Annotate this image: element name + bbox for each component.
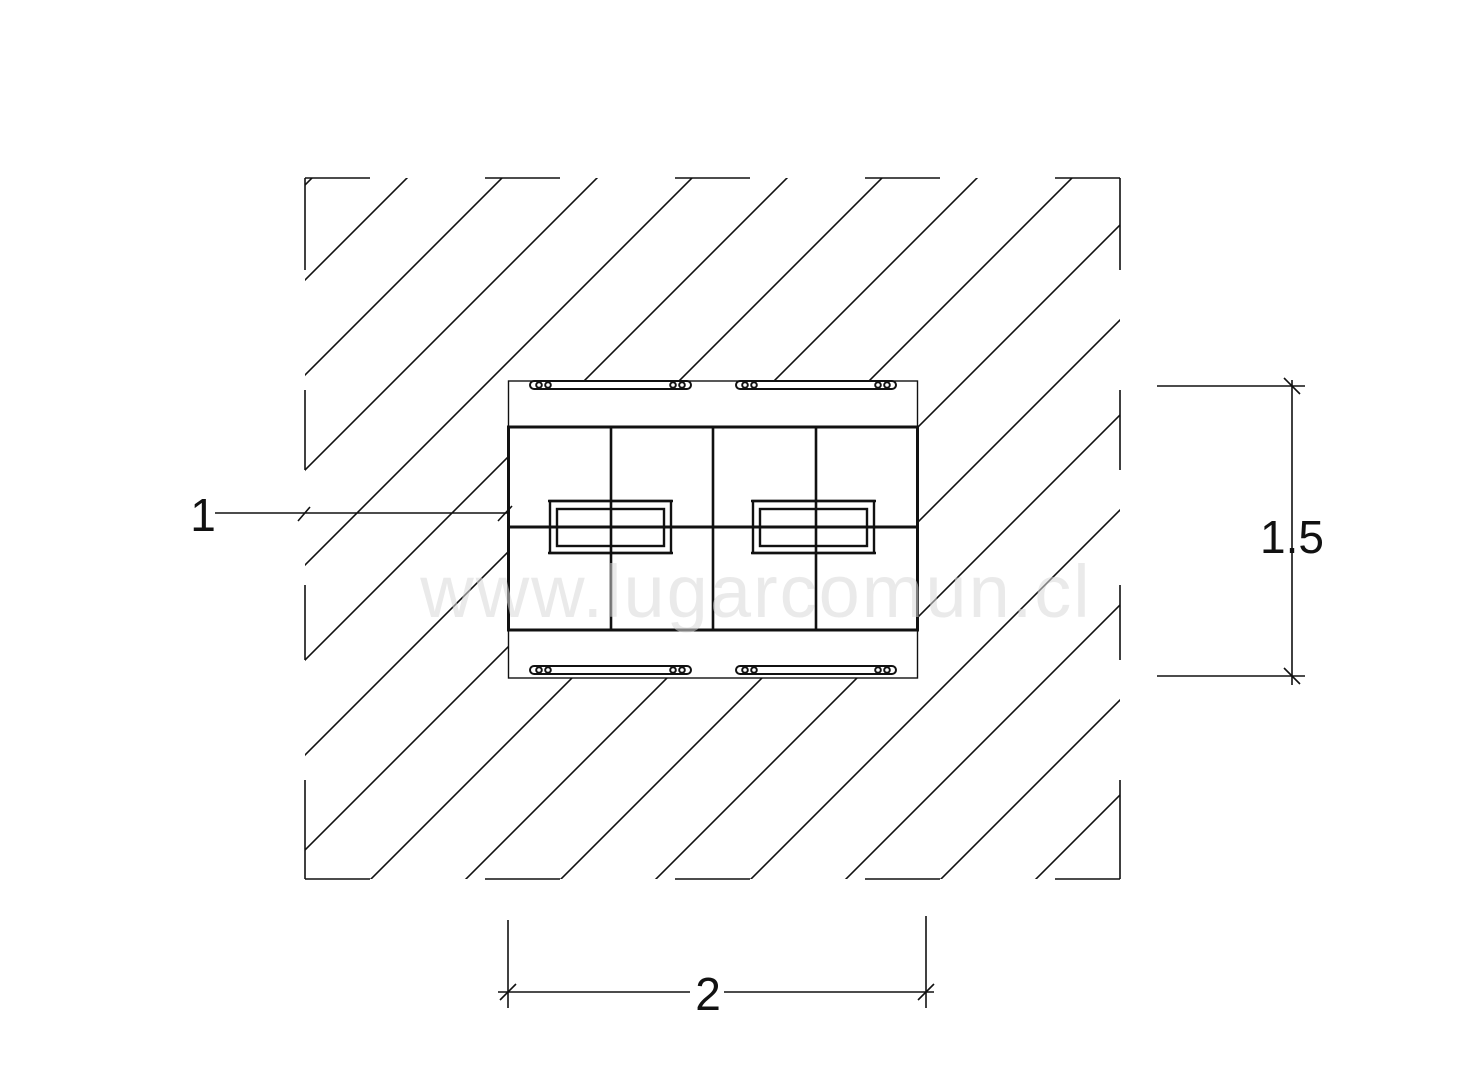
seat-box-right [751, 499, 876, 555]
rail-fixing [535, 381, 543, 389]
hatch-line [305, 178, 409, 282]
rail-fixing [741, 381, 749, 389]
bench-rail [529, 665, 692, 675]
rail-fixing [544, 381, 552, 389]
hatch-line [559, 318, 1120, 879]
hatch-line [305, 178, 789, 662]
rail-fixing [669, 666, 677, 674]
hatch-line [939, 698, 1120, 879]
item-label-1: 1 [190, 489, 513, 541]
hatch-line [844, 603, 1120, 879]
bench-rail [735, 380, 897, 390]
seat-box-left [548, 499, 673, 555]
central-unit [507, 380, 919, 679]
height-dimension-text: 1.5 [1260, 511, 1324, 563]
rail-fixing [874, 381, 882, 389]
rail-fixing [883, 381, 891, 389]
hatch-line [1110, 0, 1478, 900]
bench-rail [529, 380, 692, 390]
height-dimension: 1.5 [1157, 377, 1324, 685]
hatch-line [749, 508, 1120, 879]
hatch-line [305, 178, 504, 377]
hatch-line [0, 0, 300, 900]
rail-fixing [741, 666, 749, 674]
hatch-line [305, 178, 314, 187]
rail-fixing [544, 666, 552, 674]
item-number-text: 1 [190, 489, 216, 541]
bench-rail [735, 665, 897, 675]
rail-fixing [535, 666, 543, 674]
watermark-text: www.lugarcomun.cl [419, 550, 1091, 633]
hatch-line [305, 178, 599, 472]
rail-fixing [874, 666, 882, 674]
rail-fixing [678, 381, 686, 389]
width-dimension-text: 2 [695, 968, 721, 1020]
hatch-line [305, 178, 979, 852]
hatch-line [654, 413, 1120, 879]
rail-fixing [669, 381, 677, 389]
rail-fixing [750, 666, 758, 674]
width-dimension: 2 [498, 916, 935, 1020]
hatch-line [305, 178, 694, 567]
hatch-line [369, 178, 1074, 879]
rail-fixing [883, 666, 891, 674]
rail-fixing [750, 381, 758, 389]
hatch-line [464, 223, 1120, 879]
rail-fixing [678, 666, 686, 674]
hatch-line [0, 0, 395, 900]
hatched-surround [0, 0, 1478, 900]
